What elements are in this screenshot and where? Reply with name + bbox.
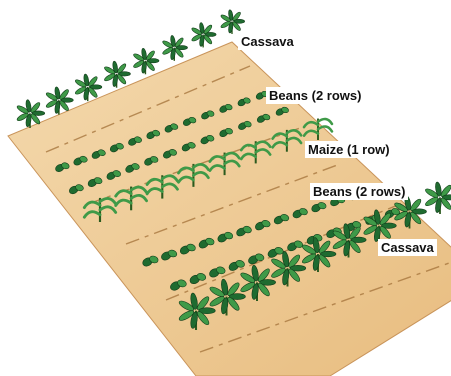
cassava-plant-icon — [133, 48, 159, 74]
cassava-plant-icon — [162, 35, 188, 61]
label-beans-upper: Beans (2 rows) — [266, 87, 364, 104]
cassava-plant-icon — [191, 22, 216, 47]
cassava-plant-icon — [74, 74, 102, 101]
cassava-plant-icon — [103, 61, 130, 88]
label-cassava-bottom: Cassava — [378, 239, 437, 256]
soil-field — [8, 42, 451, 376]
label-cassava-top: Cassava — [238, 33, 297, 50]
label-beans-lower: Beans (2 rows) — [310, 183, 408, 200]
cassava-plant-icon — [424, 182, 451, 214]
label-maize: Maize (1 row) — [305, 141, 393, 158]
cassava-plant-icon — [220, 9, 245, 34]
